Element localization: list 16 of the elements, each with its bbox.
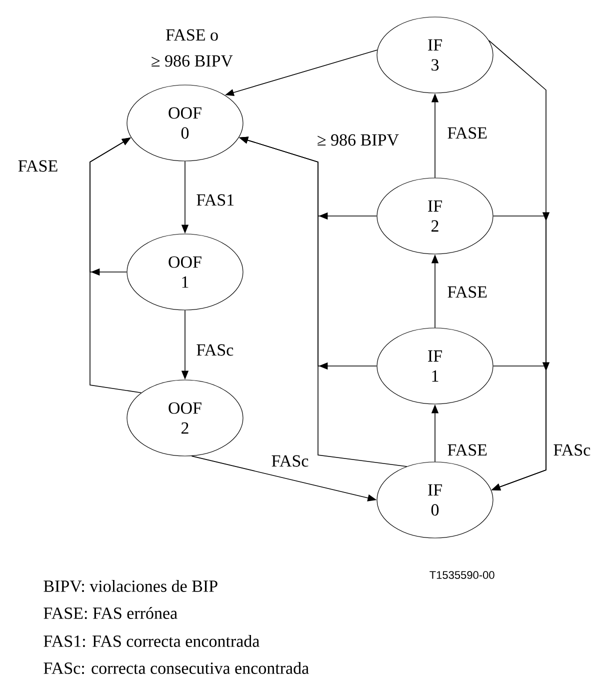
edge-label: ≥ 986 BIPV xyxy=(316,133,400,147)
figure-code: T1535590-00 xyxy=(430,571,494,579)
legend-text: FASc: correcta consecutiva encontrada xyxy=(44,662,309,674)
legend-text: BIPV: violaciones de BIP xyxy=(44,580,218,592)
edge-label: FASE xyxy=(446,285,488,299)
edge-label: FASE o ≥ 986 BIPV xyxy=(141,28,243,68)
edge-label: FASE xyxy=(446,126,488,140)
edge-label: FASc xyxy=(195,343,235,357)
legend-text: FASE: FAS errónea xyxy=(44,606,178,620)
edge-label: FAS1 xyxy=(195,193,236,207)
edge-label: FASE xyxy=(446,443,488,457)
legend-text: FAS1: FAS correcta encontrada xyxy=(44,634,260,648)
edge-label: FASc xyxy=(552,443,592,457)
edge-label: FASc xyxy=(270,454,310,468)
edge-label: FASE xyxy=(16,159,60,173)
arrow xyxy=(90,138,142,394)
